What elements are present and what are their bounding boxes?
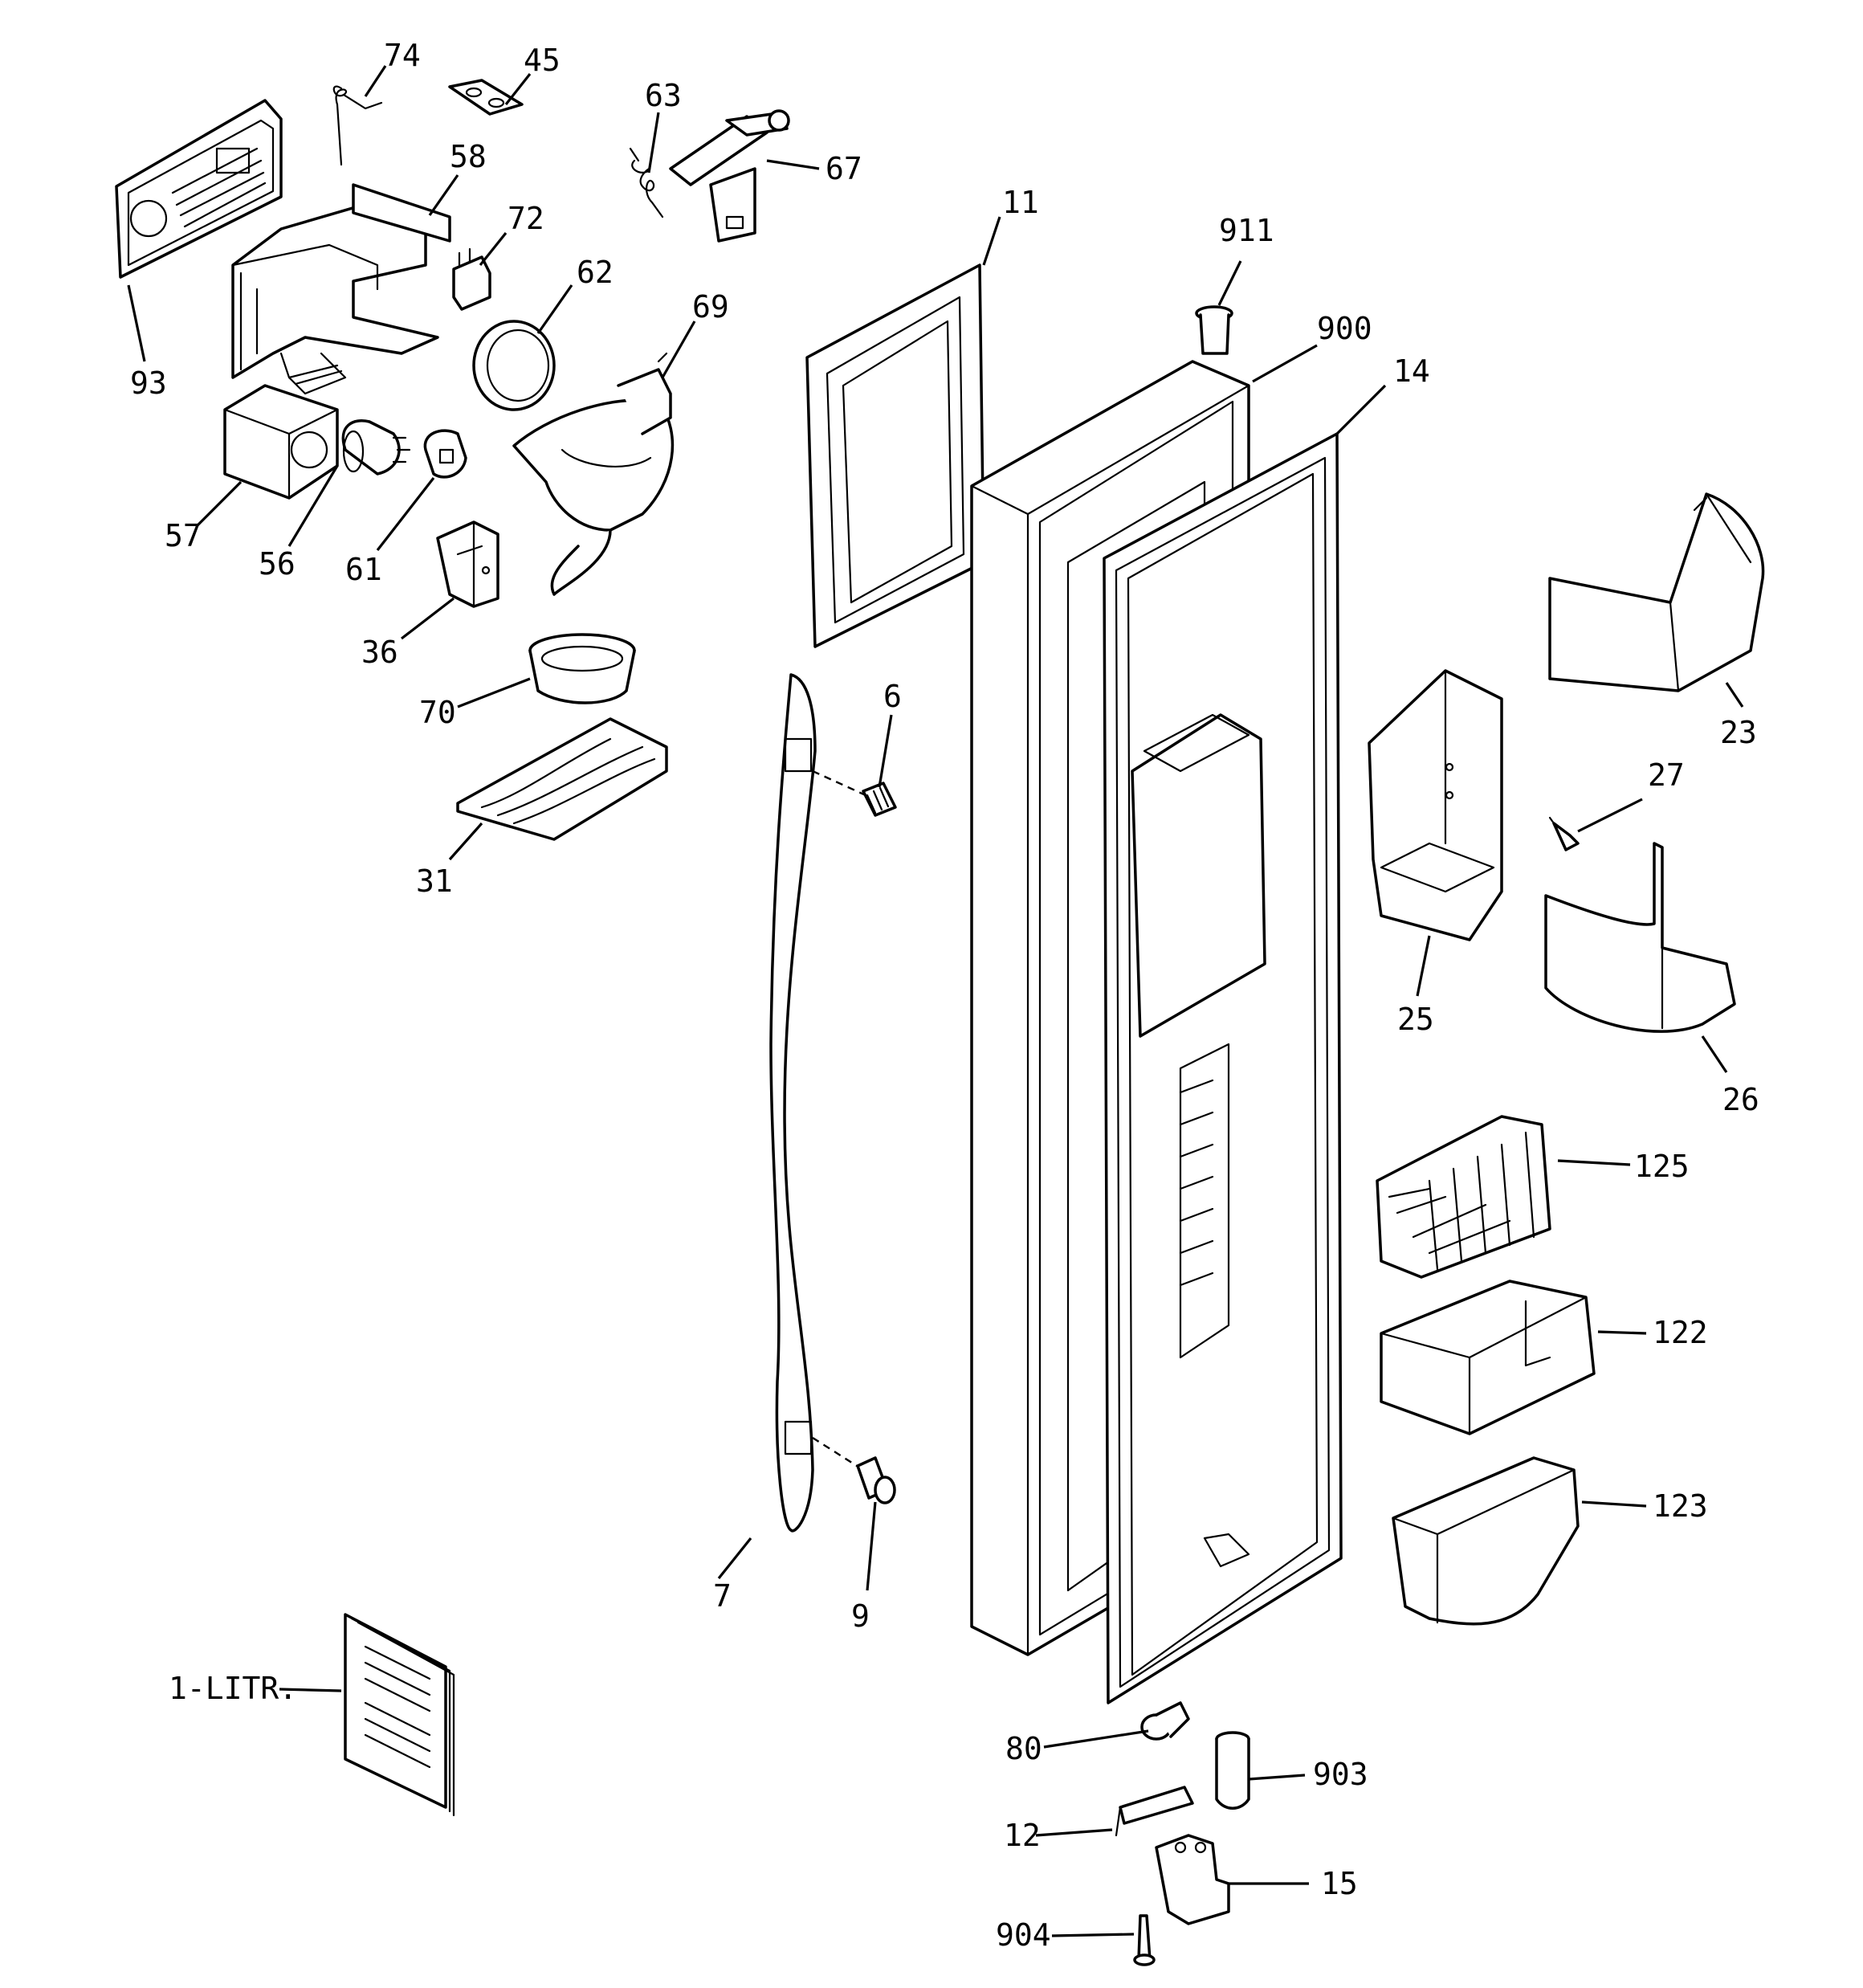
part-12-hinge-plate bbox=[1115, 1786, 1194, 1837]
part-125-basket bbox=[1376, 1115, 1551, 1279]
callout-122: 122 bbox=[1653, 1315, 1708, 1350]
part-903-sleeve bbox=[1215, 1731, 1250, 1810]
part-123-bin bbox=[1392, 1456, 1580, 1626]
callout-125: 125 bbox=[1634, 1149, 1690, 1184]
part-93-control-panel bbox=[115, 99, 283, 279]
part-122-bin bbox=[1380, 1280, 1596, 1435]
part-904-screw bbox=[1133, 1914, 1156, 1966]
callout-45: 45 bbox=[524, 43, 561, 78]
callout-900: 900 bbox=[1317, 311, 1372, 346]
part-15-hinge bbox=[1155, 1834, 1230, 1925]
callout-57: 57 bbox=[165, 518, 202, 553]
callout-80: 80 bbox=[1005, 1731, 1042, 1766]
part-72-switch bbox=[452, 247, 491, 311]
callout-904: 904 bbox=[996, 1917, 1051, 1953]
part-26-bin bbox=[1544, 842, 1736, 1033]
callout-63: 63 bbox=[645, 78, 682, 113]
callout-911: 911 bbox=[1219, 213, 1274, 248]
part-62-ring bbox=[472, 320, 556, 411]
callout-11: 11 bbox=[1002, 185, 1039, 220]
part-70-fitting bbox=[528, 633, 636, 704]
part-61-coupler bbox=[423, 429, 467, 479]
callout-61: 61 bbox=[345, 552, 382, 587]
part-36-bracket bbox=[436, 520, 499, 608]
door-dispenser-area bbox=[1131, 713, 1266, 1568]
callout-123: 123 bbox=[1653, 1488, 1708, 1524]
callout-9: 9 bbox=[851, 1598, 870, 1634]
part-7-handle bbox=[769, 673, 817, 1533]
part-58-dispenser-housing bbox=[231, 183, 451, 395]
callout-15: 15 bbox=[1321, 1866, 1358, 1901]
callout-72: 72 bbox=[508, 201, 544, 236]
callout-26: 26 bbox=[1722, 1082, 1759, 1117]
callout-31: 31 bbox=[416, 863, 453, 899]
part-57-box bbox=[223, 384, 339, 500]
callout-74: 74 bbox=[384, 38, 421, 73]
callout-labels: 74 45 63 67 58 72 62 69 93 57 56 61 36 7… bbox=[130, 38, 1759, 1953]
callout-67: 67 bbox=[826, 151, 862, 186]
part-74-spring bbox=[332, 85, 383, 166]
callout-14: 14 bbox=[1393, 353, 1430, 389]
part-23-bin bbox=[1548, 492, 1765, 692]
callout-56: 56 bbox=[259, 546, 296, 582]
callout-23: 23 bbox=[1720, 715, 1757, 750]
callout-27: 27 bbox=[1648, 757, 1685, 793]
callout-7: 7 bbox=[713, 1578, 732, 1614]
part-911-cap bbox=[1195, 305, 1233, 355]
part-63-spring bbox=[629, 147, 664, 218]
part-45-bracket bbox=[448, 79, 524, 116]
callout-69: 69 bbox=[692, 289, 729, 325]
part-69-chute bbox=[512, 352, 675, 596]
callout-36: 36 bbox=[361, 635, 398, 670]
part-9-screw bbox=[812, 1436, 896, 1504]
part-56-motor bbox=[341, 419, 411, 476]
part-11-frame bbox=[805, 263, 985, 648]
callout-12: 12 bbox=[1004, 1818, 1041, 1853]
part-14-gasket bbox=[1103, 432, 1343, 1704]
leader-lines bbox=[127, 65, 1744, 1937]
callout-93: 93 bbox=[130, 365, 167, 401]
part-6-screw bbox=[812, 769, 897, 817]
callout-58: 58 bbox=[450, 139, 487, 174]
callout-6: 6 bbox=[883, 679, 902, 714]
callout-1-litr: 1-LITR. bbox=[169, 1671, 297, 1706]
callout-25: 25 bbox=[1397, 1002, 1434, 1037]
part-25-bin bbox=[1368, 669, 1503, 941]
part-80-bushing bbox=[1140, 1701, 1190, 1741]
part-67-lever bbox=[669, 109, 790, 243]
callout-62: 62 bbox=[577, 255, 614, 290]
callout-70: 70 bbox=[419, 695, 456, 730]
literature-booklet bbox=[344, 1613, 455, 1817]
part-27-screw bbox=[1548, 816, 1580, 851]
callout-903: 903 bbox=[1313, 1757, 1368, 1792]
part-31-grille bbox=[456, 717, 668, 841]
